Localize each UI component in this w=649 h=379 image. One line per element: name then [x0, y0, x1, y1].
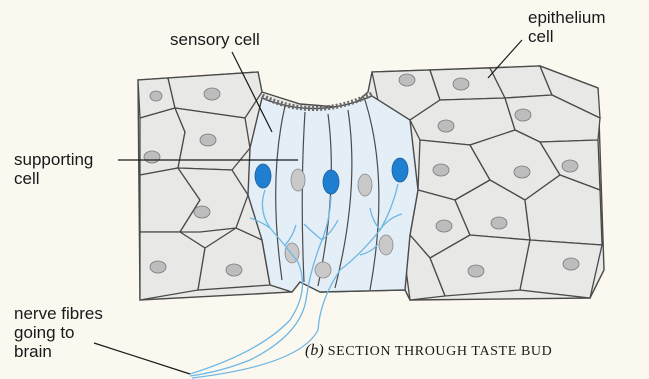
nerve-label-line1: nerve fibres [14, 304, 103, 323]
supporting-label-line2: cell [14, 169, 93, 188]
nerve-fibres-label: nerve fibres going to brain [14, 304, 103, 361]
epithelium-cell-label: epithelium cell [528, 8, 606, 46]
nerve-label-line2: going to [14, 323, 103, 342]
nerve-label-line3: brain [14, 342, 103, 361]
supporting-label-line1: supporting [14, 150, 93, 169]
epithelium-cell [520, 240, 602, 298]
sensory-cell-label: sensory cell [170, 30, 260, 49]
caption-text: SECTION THROUGH TASTE BUD [328, 344, 553, 359]
epithelium-label-line1: epithelium [528, 8, 606, 27]
epithelium-label-line2: cell [528, 27, 606, 46]
supporting-cell-label: supporting cell [14, 150, 93, 188]
caption-letter: (b) [305, 342, 324, 359]
figure-caption: (b) SECTION THROUGH TASTE BUD [305, 342, 552, 360]
nerve-fibres-leader [94, 343, 190, 374]
